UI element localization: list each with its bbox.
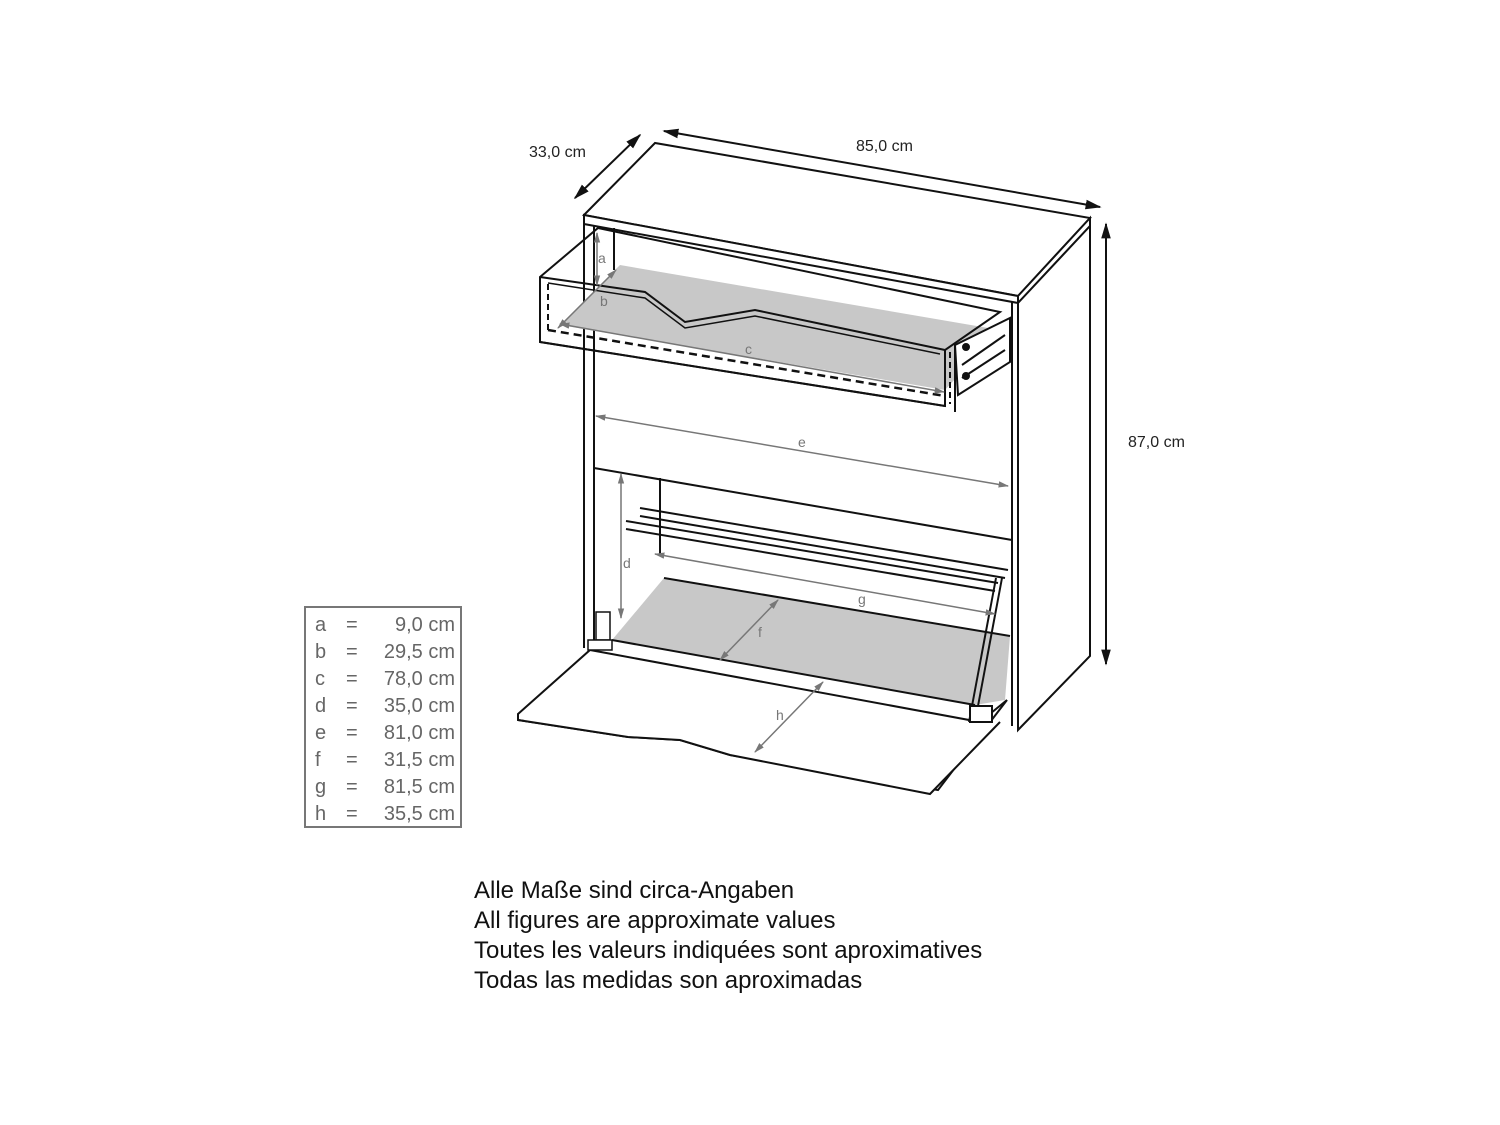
dimension-legend: a=9,0 cm b=29,5 cm c=78,0 cm d=35,0 cm e… [304,606,462,828]
width-dimension-label: 85,0 cm [856,138,913,155]
label-f: f [758,624,762,640]
label-b: b [600,293,608,309]
dimension-lines [557,231,1010,753]
hinge-left [587,611,613,651]
label-d: d [623,555,631,571]
note-german: Alle Maße sind circa-Angaben [474,877,795,904]
note-spanish: Todas las medidas son aproximadas [474,967,863,994]
note-english: All figures are approximate values [474,907,836,934]
legend-row: e=81,0 cm [315,722,455,744]
height-dimension-label: 87,0 cm [1128,434,1185,451]
legend-row: h=35,5 cm [315,803,455,825]
legend-row: d=35,0 cm [315,695,455,717]
legend-row: c=78,0 cm [315,668,455,690]
cabinet-body [581,141,1092,733]
note-french: Toutes les valeurs indiquées sont aproxi… [474,937,983,964]
depth-dimension-label: 33,0 cm [529,144,586,161]
depth-dimension-arrow [573,133,642,200]
legend-row: f=31,5 cm [315,749,455,771]
shoe-rails [625,507,1009,592]
legend-row: g=81,5 cm [315,776,455,798]
approximate-values-note: Alle Maße sind circa-Angaben All figures… [474,876,982,996]
gas-strut [968,577,1003,723]
legend-row: a=9,0 cm [315,614,455,636]
legend-row: b=29,5 cm [315,641,455,663]
label-g: g [858,591,866,607]
width-dimension-arrow [662,128,1102,210]
label-c: c [745,341,752,357]
label-e: e [798,434,806,450]
label-h: h [776,707,784,723]
label-a: a [598,250,606,266]
